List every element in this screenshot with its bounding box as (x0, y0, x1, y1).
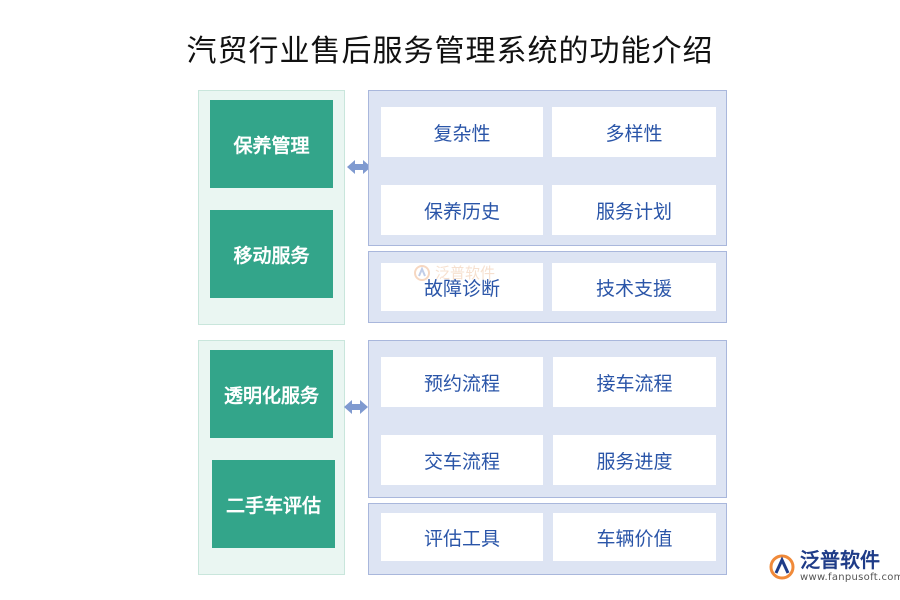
feature-box: 交车流程 (381, 435, 543, 485)
double-arrow-icon (347, 160, 371, 174)
brand-logo: 泛普软件 www.fanpusoft.com (768, 550, 900, 583)
category-box: 透明化服务 (210, 350, 333, 438)
brand-url: www.fanpusoft.com (800, 572, 900, 583)
feature-box: 车辆价值 (553, 513, 716, 561)
feature-box: 接车流程 (553, 357, 716, 407)
feature-box: 故障诊断 (381, 263, 543, 311)
feature-box: 技术支援 (552, 263, 716, 311)
brand-name: 泛普软件 (800, 548, 880, 572)
category-box: 保养管理 (210, 100, 333, 188)
feature-box: 多样性 (552, 107, 716, 157)
brand-logo-icon (769, 554, 795, 579)
feature-box: 评估工具 (381, 513, 543, 561)
double-arrow-icon (344, 400, 368, 414)
feature-box: 服务计划 (552, 185, 716, 235)
watermark: 泛普软件 (413, 262, 495, 283)
page-title: 汽贸行业售后服务管理系统的功能介绍 (186, 34, 714, 69)
category-box: 移动服务 (210, 210, 333, 298)
watermark-logo-icon (414, 264, 430, 281)
feature-box: 预约流程 (381, 357, 543, 407)
feature-box: 保养历史 (381, 185, 543, 235)
feature-box: 服务进度 (553, 435, 716, 485)
category-box: 二手车评估 (212, 460, 335, 548)
feature-box: 复杂性 (381, 107, 543, 157)
watermark-text: 泛普软件 (435, 264, 496, 282)
